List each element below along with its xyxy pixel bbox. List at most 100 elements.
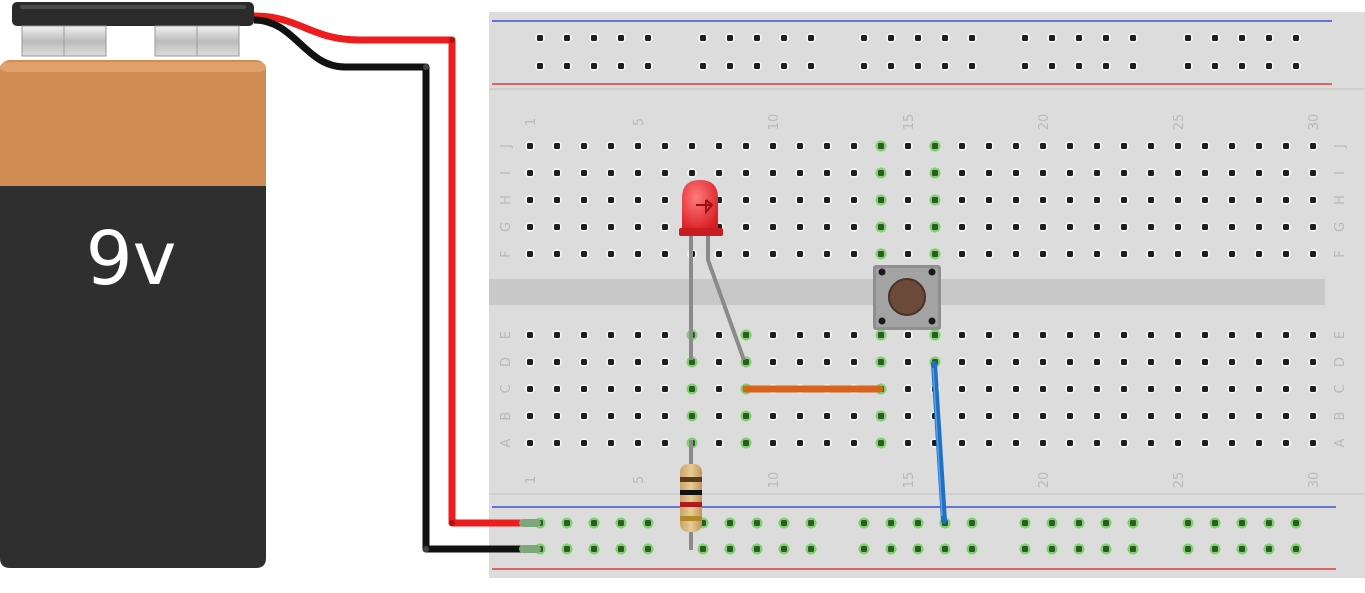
breadboard-hole-socket [915, 546, 921, 552]
breadboard-hole-socket [1229, 413, 1235, 419]
breadboard-hole-socket [689, 413, 695, 419]
column-label-bottom: 15 [902, 472, 917, 489]
breadboard-hole-socket [689, 143, 695, 149]
breadboard-hole-socket [1022, 63, 1028, 69]
breadboard-hole-socket [1310, 251, 1316, 257]
breadboard-hole-socket [969, 35, 975, 41]
breadboard-hole-socket [554, 413, 560, 419]
breadboard-hole-socket [770, 413, 776, 419]
breadboard-hole-socket [808, 35, 814, 41]
breadboard-hole-socket [1013, 170, 1019, 176]
breadboard-hole-socket [969, 546, 975, 552]
breadboard-hole-socket [1094, 170, 1100, 176]
breadboard-hole-socket [645, 63, 651, 69]
row-label-right: E [1333, 331, 1348, 339]
breadboard-hole-socket [1121, 251, 1127, 257]
breadboard-hole-socket [797, 143, 803, 149]
breadboard-hole-socket [662, 251, 668, 257]
push-button-pin [928, 317, 936, 325]
breadboard-hole-socket [1202, 440, 1208, 446]
breadboard-hole-socket [905, 170, 911, 176]
breadboard-hole-socket [1121, 440, 1127, 446]
breadboard-hole-socket [915, 35, 921, 41]
breadboard-hole-socket [1175, 359, 1181, 365]
breadboard-hole-socket [635, 386, 641, 392]
breadboard-hole-socket [727, 35, 733, 41]
breadboard-hole-socket [716, 143, 722, 149]
breadboard-hole-socket [1148, 413, 1154, 419]
breadboard-hole-socket [878, 359, 884, 365]
breadboard-hole-socket [905, 332, 911, 338]
breadboard-hole-socket [1148, 170, 1154, 176]
breadboard-hole-socket [915, 63, 921, 69]
breadboard-hole-socket [861, 546, 867, 552]
breadboard-hole-socket [770, 170, 776, 176]
battery-clip-highlight [20, 5, 246, 9]
breadboard-hole-socket [1040, 170, 1046, 176]
breadboard-hole-socket [959, 224, 965, 230]
column-label-bottom: 20 [1037, 472, 1052, 489]
breadboard-hole-socket [1067, 440, 1073, 446]
breadboard-hole-socket [1040, 440, 1046, 446]
breadboard-hole-socket [1239, 546, 1245, 552]
breadboard-hole-socket [1067, 170, 1073, 176]
breadboard-hole-socket [537, 35, 543, 41]
breadboard-hole-socket [797, 224, 803, 230]
breadboard-hole-socket [1067, 359, 1073, 365]
breadboard-hole-socket [1148, 332, 1154, 338]
breadboard-hole-socket [878, 197, 884, 203]
battery-body [0, 186, 266, 568]
breadboard-hole-socket [1013, 332, 1019, 338]
breadboard-hole-socket [1185, 520, 1191, 526]
breadboard-hole-socket [1283, 224, 1289, 230]
breadboard-hole-socket [851, 332, 857, 338]
breadboard-hole-socket [1283, 251, 1289, 257]
battery-copper-top [0, 60, 266, 200]
breadboard-hole-socket [1256, 386, 1262, 392]
breadboard-hole-socket [635, 143, 641, 149]
breadboard-hole-socket [608, 386, 614, 392]
breadboard-hole-socket [608, 251, 614, 257]
breadboard-hole-socket [554, 359, 560, 365]
breadboard-hole-socket [1076, 520, 1082, 526]
breadboard-hole-socket [824, 197, 830, 203]
battery-terminal-positive [154, 25, 240, 57]
breadboard-hole-socket [1310, 143, 1316, 149]
breadboard-hole-socket [1229, 359, 1235, 365]
breadboard-hole-socket [1266, 63, 1272, 69]
breadboard-hole-socket [554, 197, 560, 203]
breadboard-hole-socket [1256, 413, 1262, 419]
breadboard-hole-socket [564, 546, 570, 552]
breadboard-hole-socket [986, 386, 992, 392]
breadboard-hole-socket [824, 413, 830, 419]
breadboard-hole-socket [1175, 386, 1181, 392]
breadboard-hole-socket [554, 332, 560, 338]
breadboard-hole-socket [888, 35, 894, 41]
breadboard-hole-socket [1013, 143, 1019, 149]
breadboard-hole-socket [888, 520, 894, 526]
breadboard-hole-socket [662, 170, 668, 176]
breadboard-hole-socket [1013, 386, 1019, 392]
breadboard-hole-socket [878, 143, 884, 149]
row-label-left: I [499, 171, 514, 175]
breadboard-holes [525, 33, 1318, 555]
led [679, 180, 746, 361]
breadboard-hole-socket [1067, 197, 1073, 203]
breadboard-hole-socket [1310, 413, 1316, 419]
breadboard-hole-socket [1256, 440, 1262, 446]
breadboard-hole-socket [527, 143, 533, 149]
breadboard-hole-socket [932, 170, 938, 176]
breadboard-hole-socket [1256, 224, 1262, 230]
breadboard-hole-socket [1103, 546, 1109, 552]
resistor-body [680, 464, 702, 532]
breadboard-hole-socket [1256, 170, 1262, 176]
breadboard-hole-socket [878, 440, 884, 446]
breadboard-hole-socket [1094, 143, 1100, 149]
breadboard-hole-socket [888, 63, 894, 69]
breadboard-hole-socket [1229, 170, 1235, 176]
breadboard-hole-socket [1185, 63, 1191, 69]
breadboard-hole-socket [878, 332, 884, 338]
row-label-right: C [1333, 384, 1348, 393]
